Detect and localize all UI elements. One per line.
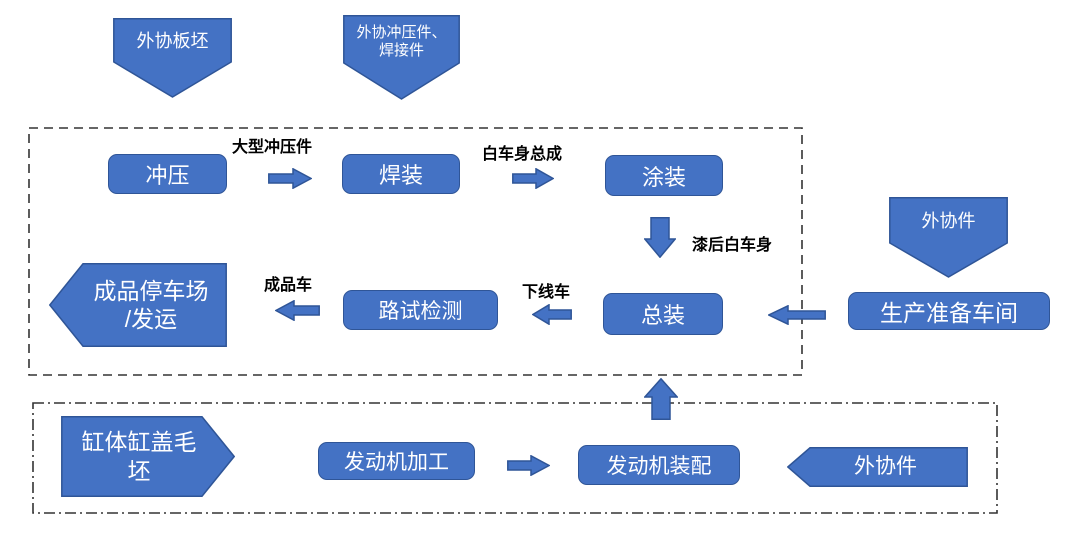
- arrow-prep-to-assembly: [768, 305, 826, 325]
- finished-parking-label-line2: /发运: [124, 306, 178, 332]
- input-purchased-parts-top-label: 外协件: [921, 211, 976, 232]
- arrow-welding-to-painting: [512, 168, 554, 189]
- label-painted-body: 漆后白车身: [692, 237, 773, 254]
- label-offline-vehicle: 下线车: [522, 284, 571, 301]
- engine-blanks-pentagon: 缸体缸盖毛 坯: [61, 416, 235, 497]
- welding-label: 焊装: [378, 163, 423, 188]
- engine-blanks-label-line1: 缸体缸盖毛: [81, 429, 197, 456]
- label-body-in-white: 白车身总成: [482, 146, 563, 163]
- input-purchased-parts-pentagon-top: 外协件: [889, 197, 1008, 278]
- engine-machining-box: 发动机加工: [318, 442, 475, 480]
- road-test-box: 路试检测: [343, 290, 498, 330]
- prep-workshop-box: 生产准备车间: [848, 292, 1050, 330]
- stamping-label: 冲压: [145, 163, 190, 188]
- prep-workshop-label: 生产准备车间: [880, 300, 1018, 326]
- arrow-engine-to-assembly: [644, 378, 678, 420]
- engine-assembly-box: 发动机装配: [578, 445, 740, 485]
- stamping-box: 冲压: [108, 154, 227, 194]
- road-test-label: 路试检测: [378, 300, 463, 323]
- finished-parking-shape: 成品停车场 /发运: [49, 263, 227, 347]
- label-large-stampings: 大型冲压件: [232, 139, 313, 156]
- painting-box: 涂装: [605, 155, 723, 196]
- input-purchased-parts-bottom-label: 外协件: [854, 455, 917, 479]
- final-assembly-box: 总装: [603, 293, 723, 335]
- input-sheet-blank-pentagon: 外协板坯: [113, 18, 232, 98]
- arrow-stamping-to-welding: [268, 168, 312, 189]
- engine-blanks-label-line2: 坯: [127, 457, 151, 484]
- arrow-machining-to-engine-assembly: [507, 455, 550, 476]
- engine-assembly-label: 发动机装配: [606, 455, 712, 478]
- input-sheet-blank-label: 外协板坯: [136, 31, 209, 52]
- finished-parking-label-line1: 成品停车场: [93, 277, 209, 304]
- painting-label: 涂装: [641, 164, 686, 190]
- arrow-roadtest-to-parking: [275, 300, 320, 321]
- input-stamped-welded-parts-label-line1: 外协冲压件、: [356, 23, 447, 41]
- label-finished-vehicle: 成品车: [264, 277, 313, 294]
- engine-plant-boundary: [32, 402, 998, 514]
- input-purchased-parts-pentagon-bottom: 外协件: [787, 447, 968, 487]
- arrow-painting-to-assembly: [644, 217, 676, 258]
- engine-machining-label: 发动机加工: [344, 451, 449, 474]
- input-stamped-welded-parts-pentagon: 外协冲压件、 焊接件: [343, 15, 460, 100]
- input-stamped-welded-parts-label-line2: 焊接件: [378, 42, 424, 59]
- arrow-assembly-to-roadtest: [532, 304, 572, 325]
- final-assembly-label: 总装: [640, 303, 685, 328]
- welding-box: 焊装: [342, 154, 460, 194]
